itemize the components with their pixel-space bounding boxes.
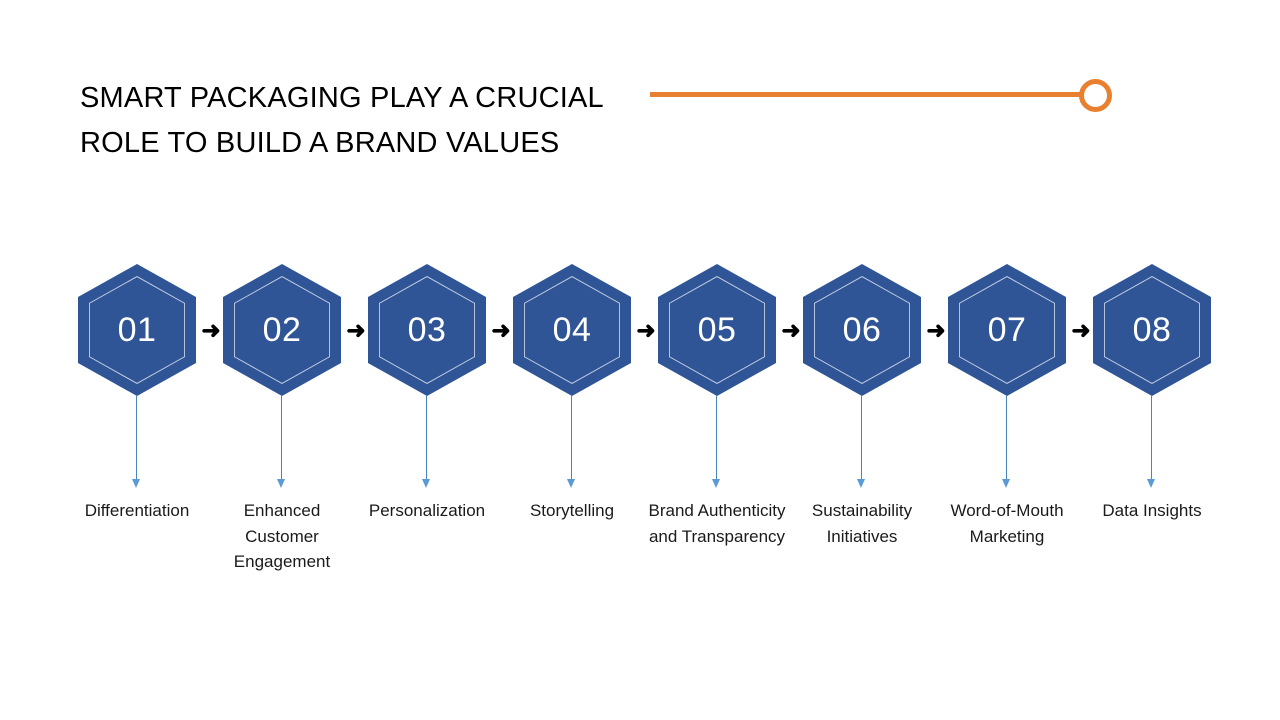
hex-step-number: 06: [842, 311, 882, 349]
connector-line-02: [275, 395, 288, 490]
connector-line-04: [565, 395, 578, 490]
step-arrow-icon-5: ➜: [781, 316, 801, 343]
connector-line-06: [855, 395, 868, 490]
step-label-04: Storytelling: [529, 501, 615, 520]
connector-line-03: [420, 395, 433, 490]
step-arrow-icon-4: ➜: [636, 316, 656, 343]
hex-step-05[interactable]: 05: [658, 264, 776, 396]
connector-arrowhead-icon: [277, 479, 285, 488]
step-arrow-icon-3: ➜: [491, 316, 511, 343]
connector-stem: [861, 395, 863, 481]
hexagon-icon: [658, 264, 776, 396]
connector-stem: [1151, 395, 1153, 481]
hex-step-number: 02: [262, 311, 302, 349]
connector-stem: [136, 395, 138, 481]
hex-step-04[interactable]: 04: [513, 264, 631, 396]
step-label-06: Sustainability Initiatives: [811, 501, 913, 546]
hex-step-02[interactable]: 02: [223, 264, 341, 396]
step-arrow-icon-7: ➜: [1071, 316, 1091, 343]
connector-line-01: [130, 395, 143, 490]
connector-arrowhead-icon: [422, 479, 430, 488]
hex-step-number: 07: [987, 311, 1027, 349]
connector-stem: [571, 395, 573, 481]
connector-stem: [426, 395, 428, 481]
hex-step-07[interactable]: 07: [948, 264, 1066, 396]
hexagon-icon: [803, 264, 921, 396]
hex-step-number: 05: [697, 311, 737, 349]
connector-arrowhead-icon: [857, 479, 865, 488]
connector-stem: [716, 395, 718, 481]
hexagon-icon: [513, 264, 631, 396]
connector-arrowhead-icon: [132, 479, 140, 488]
connector-stem: [281, 395, 283, 481]
connector-arrowhead-icon: [1147, 479, 1155, 488]
hex-step-06[interactable]: 06: [803, 264, 921, 396]
step-label-08: Data Insights: [1102, 501, 1202, 520]
hex-step-01[interactable]: 01: [78, 264, 196, 396]
hex-step-03[interactable]: 03: [368, 264, 486, 396]
step-arrow-icon-2: ➜: [346, 316, 366, 343]
connector-arrowhead-icon: [1002, 479, 1010, 488]
step-arrow-icon-6: ➜: [926, 316, 946, 343]
step-label-01: Differentiation: [84, 501, 190, 520]
step-label-05: Brand Authenticity and Transparency: [648, 501, 786, 546]
hex-step-08[interactable]: 08: [1093, 264, 1211, 396]
step-label-07: Word-of-Mouth Marketing: [950, 501, 1064, 546]
hex-step-number: 03: [407, 311, 447, 349]
hex-step-number: 01: [117, 311, 157, 349]
hex-step-number: 04: [552, 311, 592, 349]
connector-line-05: [710, 395, 723, 490]
connector-arrowhead-icon: [712, 479, 720, 488]
connector-line-07: [1000, 395, 1013, 490]
accent-circle-icon: [1079, 79, 1112, 112]
accent-rule: [650, 92, 1086, 97]
connector-stem: [1006, 395, 1008, 481]
connector-arrowhead-icon: [567, 479, 575, 488]
page-title: SMART PACKAGING PLAY A CRUCIAL ROLE TO B…: [80, 82, 604, 159]
step-label-03: Personalization: [368, 501, 486, 520]
connector-line-08: [1145, 395, 1158, 490]
step-label-02: Enhanced Customer Engagement: [233, 501, 331, 571]
hex-step-number: 08: [1132, 311, 1172, 349]
step-arrow-icon-1: ➜: [201, 316, 221, 343]
